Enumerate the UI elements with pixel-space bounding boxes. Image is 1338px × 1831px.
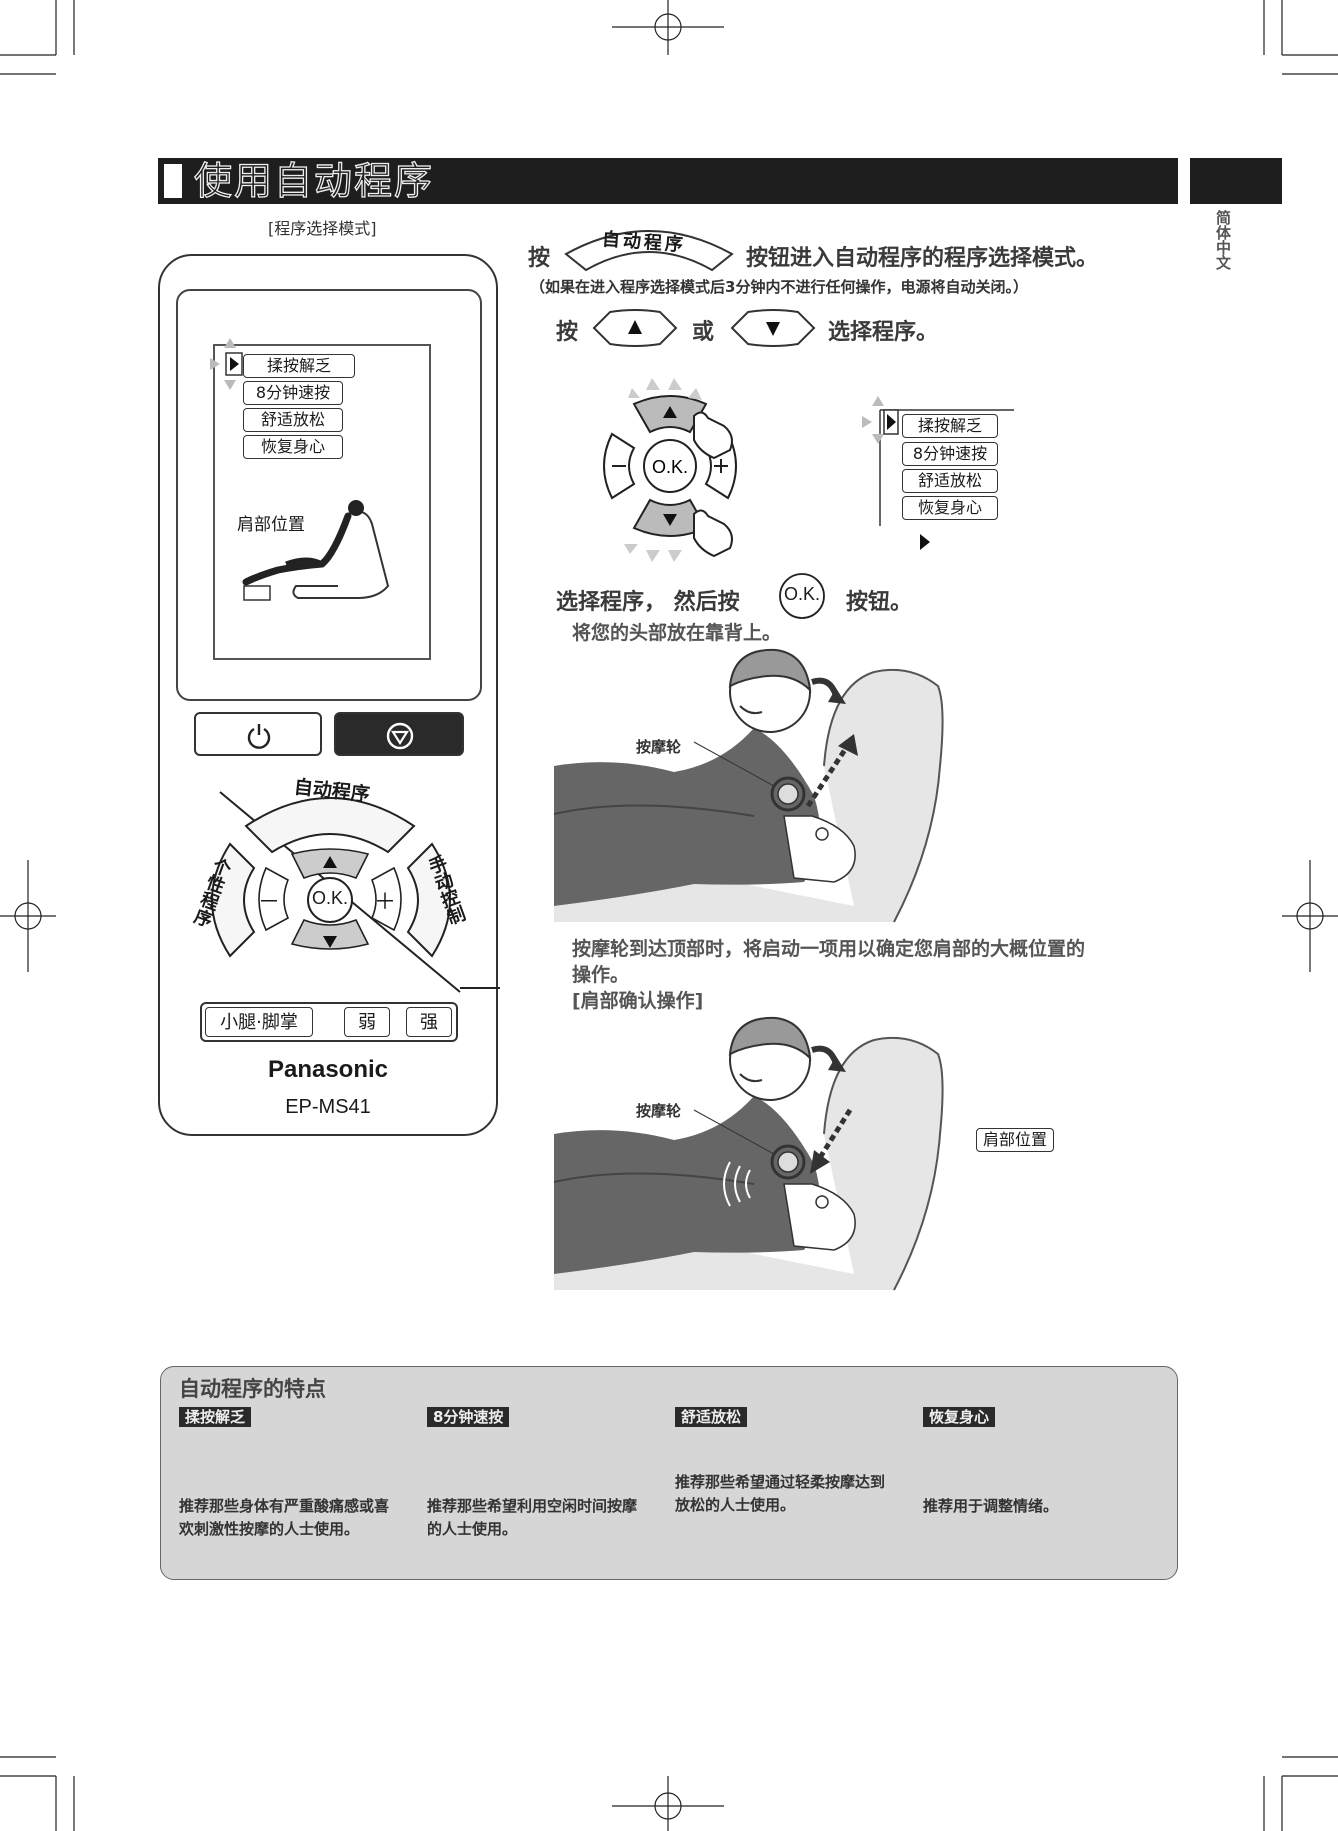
feature-desc-4: 推荐用于调整情绪。: [923, 1497, 1059, 1515]
remote-control-pad: [211, 791, 500, 993]
calf-foot-button[interactable]: 小腿·脚掌: [205, 1007, 313, 1037]
step3-sub: 将您的头部放在靠背上。: [572, 622, 782, 644]
feature-desc-2: 推荐那些希望利用空闲时间按摩的人士使用。: [427, 1497, 638, 1538]
menu-item-2: 8分钟速按: [243, 381, 343, 405]
brand-logo: Panasonic: [267, 1056, 389, 1083]
feature-desc-3: 推荐那些希望通过轻柔按摩达到放松的人士使用。: [675, 1473, 886, 1514]
menu-item-3: 舒适放松: [243, 408, 343, 432]
menu-cursor-illustration: [862, 396, 1014, 550]
mode-label: [程序选择模式]: [268, 219, 377, 238]
stop-button[interactable]: [334, 712, 464, 756]
feature-tag-1: 揉按解乏: [179, 1407, 252, 1427]
step1-note: （如果在进入程序选择模式后3分钟内不进行任何操作，电源将自动关闭。）: [530, 278, 1028, 296]
step1-text: 按钮进入自动程序的程序选择模式。: [746, 246, 1099, 271]
minus-button[interactable]: －: [258, 890, 281, 915]
ok-key-icon: [779, 573, 825, 619]
step2-press: 按: [556, 320, 579, 345]
up-key-icon: [592, 309, 678, 347]
power-icon: [247, 724, 271, 749]
header-marker: [164, 164, 182, 198]
menu-demo-item-3: 舒适放松: [902, 469, 998, 493]
step1-press: 按: [528, 246, 551, 271]
menu-demo-item-1: 揉按解乏: [902, 414, 998, 438]
svg-text:O.K.: O.K.: [652, 457, 688, 477]
position-label: 肩部位置: [237, 515, 305, 535]
recline-figure-icon: [242, 500, 390, 601]
stop-icon: [386, 722, 414, 750]
massage-illustration-down: [553, 1016, 944, 1291]
step3-ok-label: O.K.: [783, 584, 820, 604]
leg-control-group: 小腿·脚掌 弱 强: [200, 1002, 458, 1042]
shoulder-position-badge: 肩部位置: [976, 1128, 1055, 1152]
feature-desc-1: 推荐那些身体有严重酸痛感或喜欢刺激性按摩的人士使用。: [179, 1497, 390, 1538]
model-number: EP-MS41: [285, 1096, 371, 1118]
massage-illustration-up: [553, 648, 944, 923]
pad-press-illustration: O.K.: [603, 378, 737, 562]
header-tab-block: [1190, 158, 1282, 204]
auto-program-key-icon: [564, 230, 734, 272]
features-panel: 自动程序的特点 揉按解乏 8分钟速按 舒适放松 恢复身心 推荐那些身体有严重酸痛…: [160, 1366, 1178, 1580]
menu-item-4: 恢复身心: [243, 435, 343, 459]
step-desc-line3: [肩部确认操作]: [572, 990, 704, 1012]
menu-demo-item-2: 8分钟速按: [902, 442, 998, 466]
step3-text-b: 按钮。: [846, 590, 913, 615]
section-header: 使用自动程序: [158, 158, 1178, 204]
roller-label-1: 按摩轮: [636, 738, 682, 756]
step3-text-a: 选择程序， 然后按: [556, 590, 740, 615]
features-title: 自动程序的特点: [179, 1377, 326, 1401]
feature-tag-4: 恢复身心: [923, 1407, 996, 1427]
strong-button[interactable]: 强: [406, 1007, 452, 1037]
cursor-arrow-icon: [210, 338, 243, 390]
menu-demo-item-4: 恢复身心: [902, 496, 998, 520]
down-key-icon: [730, 309, 816, 347]
language-side-label: 简体中文: [1214, 210, 1232, 270]
feature-tag-2: 8分钟速按: [427, 1407, 510, 1427]
remote-display: 揉按解乏 8分钟速按 舒适放松 恢复身心 肩部位置: [213, 344, 431, 660]
power-button[interactable]: [194, 712, 322, 756]
feature-tag-3: 舒适放松: [675, 1407, 748, 1427]
roller-label-2: 按摩轮: [636, 1102, 682, 1120]
step-desc-line1: 按摩轮到达顶部时，将启动一项用以确定您肩部的大概位置的: [572, 938, 1086, 960]
menu-item-1: 揉按解乏: [243, 354, 355, 378]
step2-or: 或: [692, 320, 715, 345]
step2-text: 选择程序。: [828, 320, 939, 345]
page-title: 使用自动程序: [193, 159, 435, 203]
ok-button[interactable]: O.K.: [311, 888, 348, 908]
plus-button[interactable]: ＋: [374, 890, 397, 915]
step-desc-line2: 操作。: [572, 964, 630, 986]
weak-button[interactable]: 弱: [344, 1007, 390, 1037]
